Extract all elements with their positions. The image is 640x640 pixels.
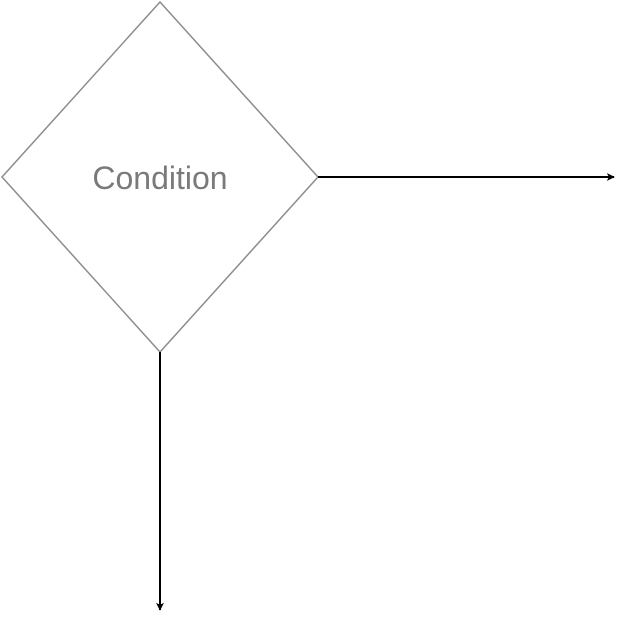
decision-node[interactable]: Condition <box>0 0 320 354</box>
decision-label: Condition <box>92 160 227 196</box>
